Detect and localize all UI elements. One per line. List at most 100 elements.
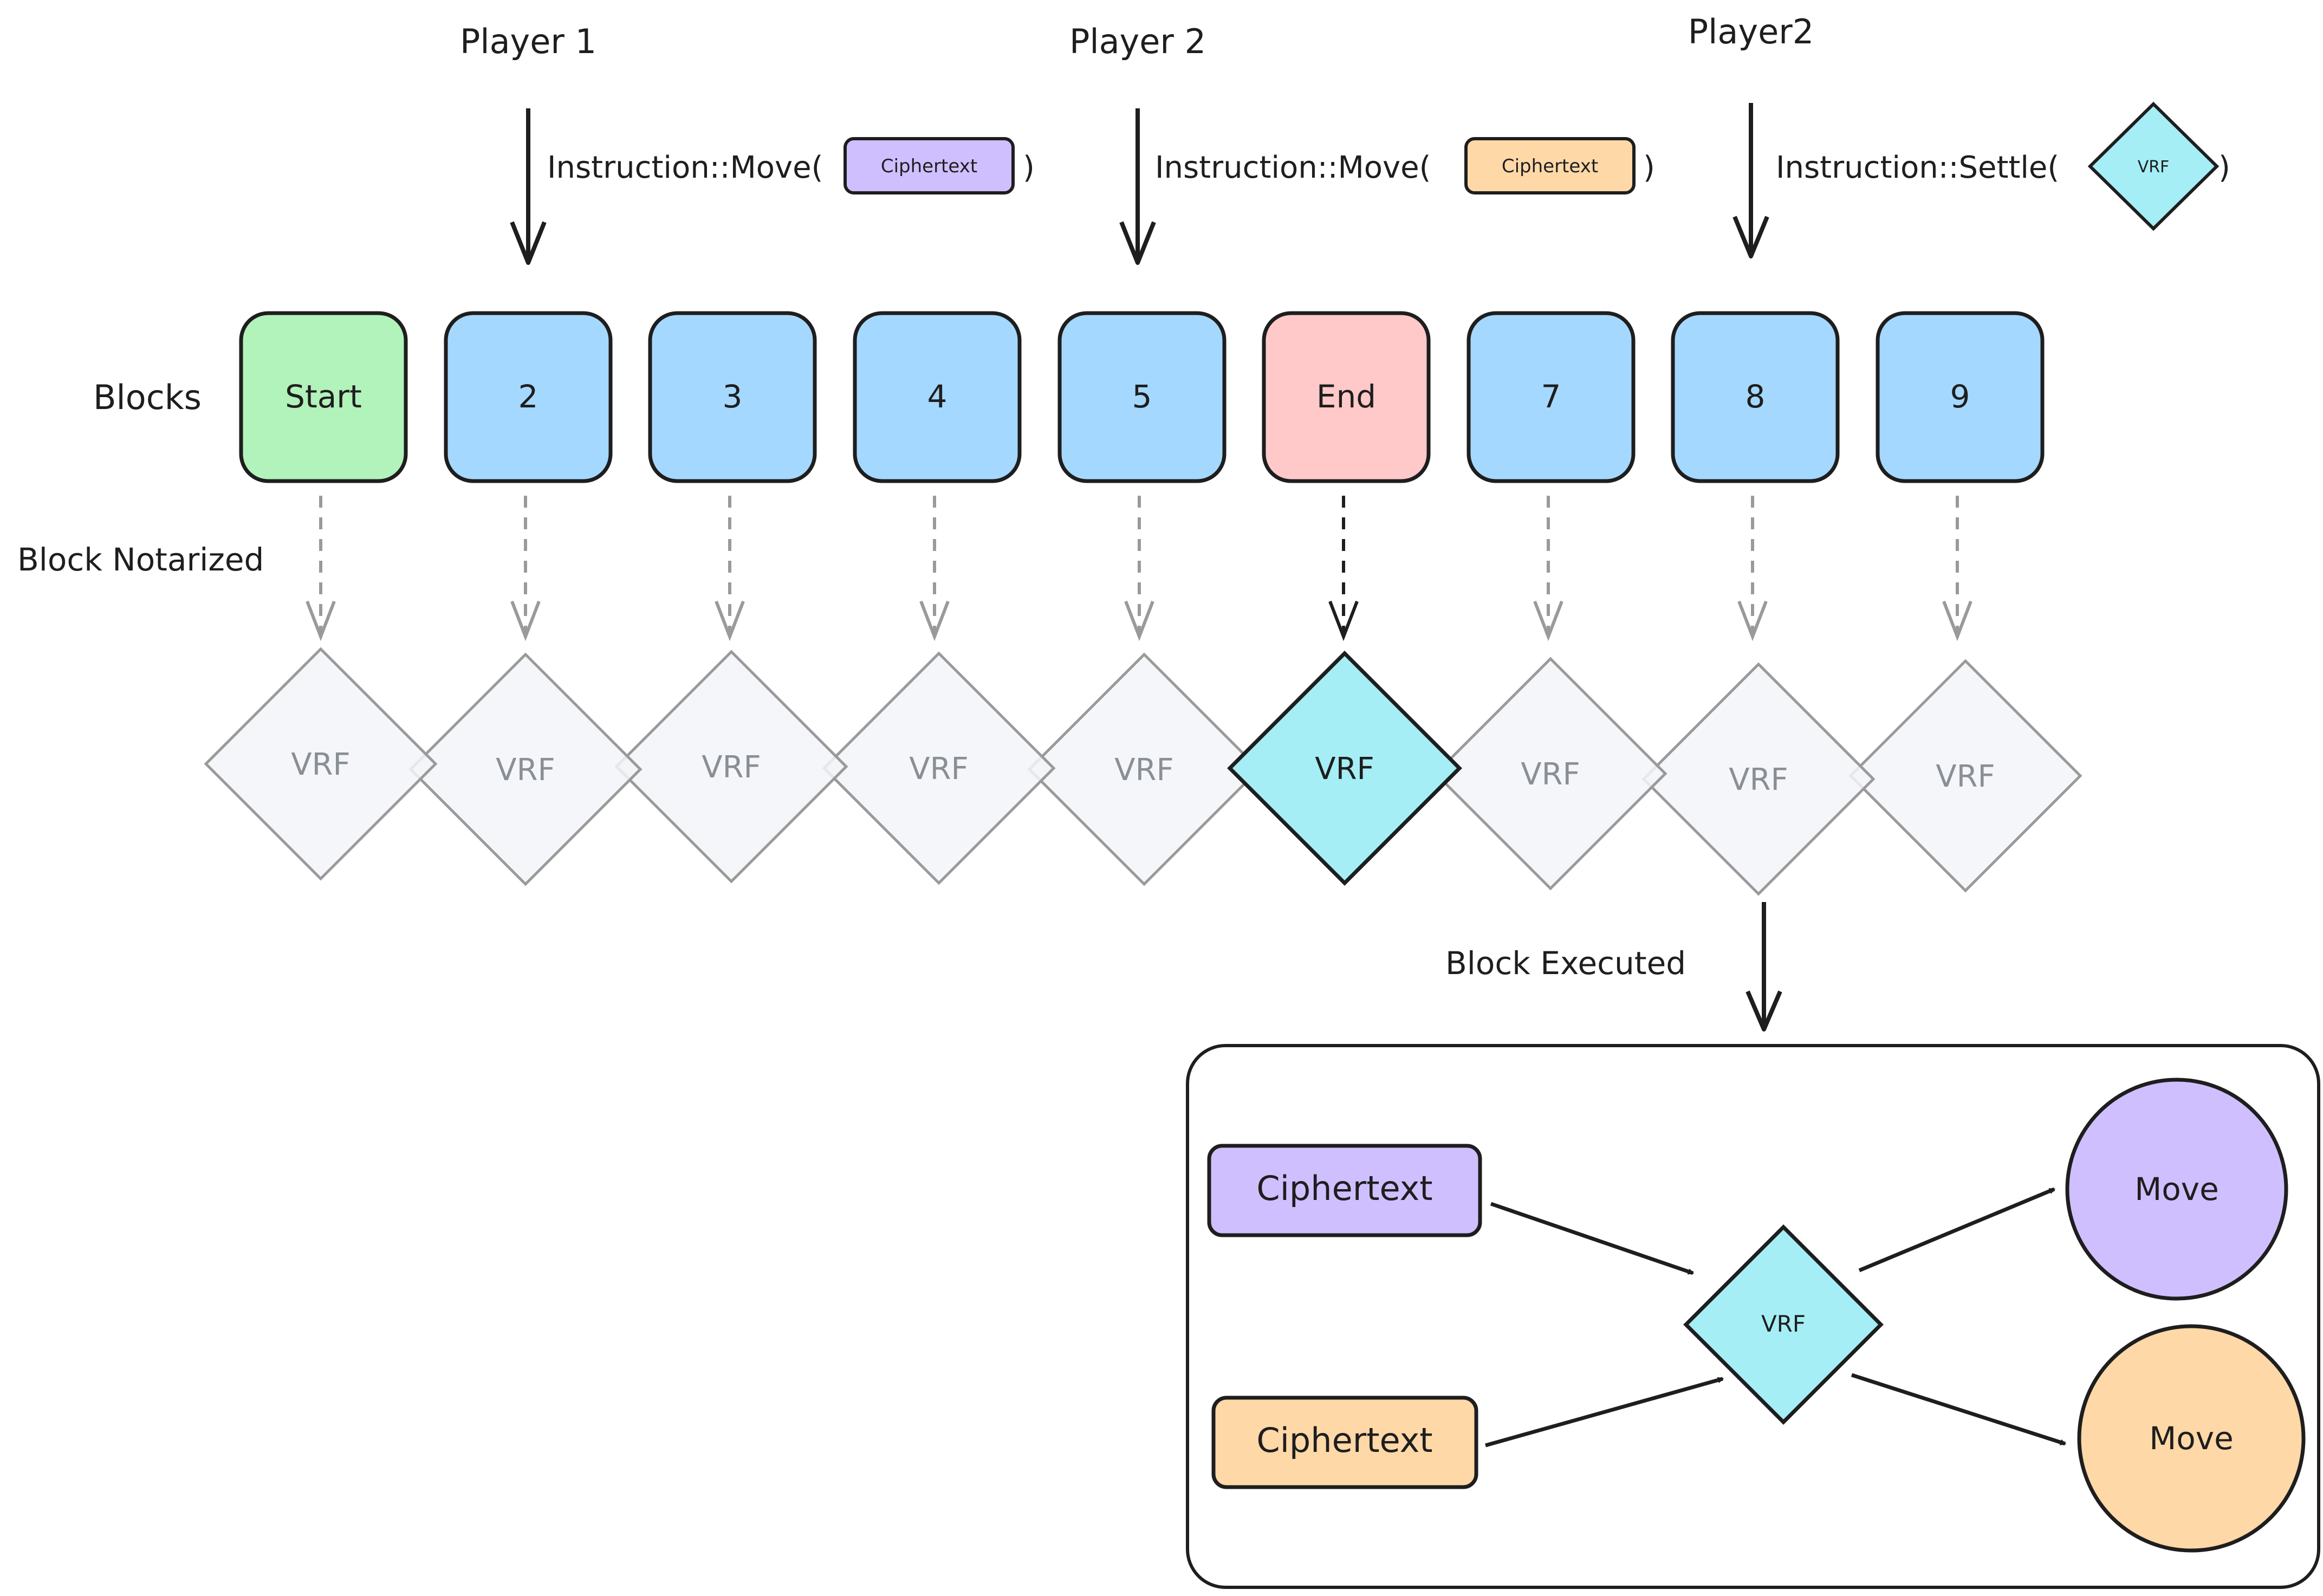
executed-arrowhead bbox=[1746, 990, 1782, 1031]
block-2-box bbox=[444, 311, 613, 483]
player-3-vrf-chip bbox=[2087, 101, 2220, 231]
block-2-vrf-diamond bbox=[408, 652, 643, 886]
block-9-vrf-label: VRF bbox=[1936, 759, 1995, 794]
block-6: End bbox=[1262, 311, 1431, 641]
block-6-vrf: VRF bbox=[1227, 651, 1462, 886]
execution-panel-frame bbox=[1186, 1044, 2320, 1589]
player-3-label: Player2 bbox=[1688, 12, 1814, 51]
blocks-row-label: Blocks bbox=[93, 378, 202, 417]
block-9-label: 9 bbox=[1950, 378, 1970, 415]
exec-input-1-label: Ciphertext bbox=[1256, 1169, 1432, 1208]
block-3-vrf-diamond bbox=[614, 650, 848, 884]
exec-vrf-label: VRF bbox=[1761, 1310, 1806, 1337]
block-1-label: Start bbox=[285, 378, 362, 415]
block-4-box bbox=[853, 311, 1022, 483]
block-7-vrf-label: VRF bbox=[1521, 757, 1580, 792]
block-3-vrf: VRF bbox=[614, 650, 848, 884]
block-6-notarize-arrowhead bbox=[1328, 600, 1359, 641]
block-3-box bbox=[648, 311, 817, 483]
player-3-vrf-label: VRF bbox=[2138, 158, 2170, 177]
exec-arrow-vrf-output2 bbox=[1851, 1373, 2065, 1446]
player-1-instruction: Instruction::Move( bbox=[547, 150, 823, 185]
block-3-notarize-arrowhead bbox=[715, 600, 745, 641]
block-9-notarize-arrowhead bbox=[1942, 600, 1972, 641]
block-1-vrf-diamond bbox=[204, 647, 438, 881]
block-3: 3 bbox=[648, 311, 817, 641]
exec-input-2 bbox=[1211, 1396, 1478, 1489]
player-2-label: Player 2 bbox=[1069, 22, 1206, 61]
block-9-box bbox=[1876, 311, 2045, 483]
block-4-vrf-diamond bbox=[822, 651, 1056, 885]
exec-output-1 bbox=[2065, 1078, 2288, 1301]
player-3-instruction-close: ) bbox=[2218, 150, 2230, 185]
block-2-notarize-arrowhead bbox=[510, 600, 541, 641]
block-8-vrf-label: VRF bbox=[1729, 762, 1788, 797]
exec-output-2 bbox=[2077, 1324, 2306, 1553]
block-7-vrf-diamond bbox=[1433, 657, 1667, 891]
block-8: 8 bbox=[1671, 311, 1840, 641]
exec-vrf-diamond bbox=[1683, 1224, 1884, 1425]
block-4-vrf-label: VRF bbox=[909, 751, 968, 787]
block-8-label: 8 bbox=[1746, 378, 1766, 415]
block-6-label: End bbox=[1316, 378, 1376, 415]
block-7-box bbox=[1467, 311, 1636, 483]
block-5-vrf: VRF bbox=[1027, 652, 1261, 886]
player-3-arrowhead bbox=[1732, 216, 1769, 258]
block-8-vrf-diamond bbox=[1641, 662, 1876, 896]
block-5-notarize-arrowhead bbox=[1124, 600, 1154, 641]
exec-arrow-input2-vrf bbox=[1485, 1377, 1723, 1448]
player-3-group: Player2 Instruction::Settle( VRF ) bbox=[1688, 12, 2230, 258]
block-1-notarize-arrowhead bbox=[306, 600, 336, 641]
player-1-arrowhead bbox=[510, 221, 547, 265]
block-6-vrf-diamond bbox=[1227, 651, 1462, 886]
blocks-layer: Start 2 3 4 5 End 7 8 9 bbox=[239, 311, 2045, 641]
block-5-vrf-label: VRF bbox=[1114, 752, 1173, 788]
block-5-box bbox=[1057, 311, 1227, 483]
block-4-notarize-arrowhead bbox=[919, 600, 950, 641]
player-1-label: Player 1 bbox=[460, 22, 596, 61]
vrf-layer: VRF VRF VRF VRF VRF VRF VRF VRF VRF bbox=[204, 647, 2082, 896]
player-1-ciphertext-label: Ciphertext bbox=[881, 155, 977, 177]
player-1-group: Player 1 Instruction::Move( Ciphertext ) bbox=[460, 22, 1035, 265]
block-5-vrf-diamond bbox=[1027, 652, 1261, 886]
block-6-box bbox=[1262, 311, 1431, 483]
player-2-instruction: Instruction::Move( bbox=[1155, 150, 1431, 185]
block-2-label: 2 bbox=[518, 378, 538, 415]
block-7-vrf: VRF bbox=[1433, 657, 1667, 891]
player-2-instruction-close: ) bbox=[1643, 150, 1655, 185]
block-4: 4 bbox=[853, 311, 1022, 641]
executed-row-label: Block Executed bbox=[1445, 945, 1686, 982]
block-1-box bbox=[239, 311, 408, 483]
exec-arrow-input1-vrf bbox=[1490, 1202, 1693, 1275]
block-5: 5 bbox=[1057, 311, 1227, 641]
exec-arrow-vrf-output1 bbox=[1858, 1187, 2054, 1273]
player-1-instruction-close: ) bbox=[1023, 150, 1035, 185]
block-1-vrf-label: VRF bbox=[291, 747, 350, 782]
block-3-vrf-label: VRF bbox=[702, 750, 761, 785]
block-1: Start bbox=[239, 311, 408, 641]
block-9: 9 bbox=[1876, 311, 2045, 641]
player-2-ciphertext-chip bbox=[1464, 137, 1636, 194]
player-1-ciphertext-chip bbox=[843, 137, 1015, 194]
block-4-vrf: VRF bbox=[822, 651, 1056, 885]
block-3-label: 3 bbox=[723, 378, 743, 415]
exec-input-1 bbox=[1207, 1144, 1482, 1237]
block-8-box bbox=[1671, 311, 1840, 483]
block-2-vrf-label: VRF bbox=[496, 752, 555, 788]
player-2-group: Player 2 Instruction::Move( Ciphertext ) bbox=[1069, 22, 1655, 265]
block-8-notarize-arrowhead bbox=[1737, 600, 1768, 641]
notarized-row-label: Block Notarized bbox=[17, 541, 264, 578]
block-5-label: 5 bbox=[1132, 378, 1152, 415]
exec-input-2-label: Ciphertext bbox=[1256, 1420, 1432, 1460]
execution-panel: Ciphertext Ciphertext VRF Move Move bbox=[1186, 1044, 2320, 1589]
exec-output-1-label: Move bbox=[2134, 1171, 2219, 1208]
player-2-ciphertext-label: Ciphertext bbox=[1502, 155, 1598, 177]
player-3-instruction: Instruction::Settle( bbox=[1776, 150, 2059, 185]
exec-output-2-label: Move bbox=[2149, 1420, 2234, 1457]
block-9-vrf: VRF bbox=[1848, 659, 2082, 893]
player-2-arrowhead bbox=[1119, 221, 1156, 265]
block-2: 2 bbox=[444, 311, 613, 641]
block-4-label: 4 bbox=[927, 378, 948, 415]
block-7-label: 7 bbox=[1541, 378, 1561, 415]
